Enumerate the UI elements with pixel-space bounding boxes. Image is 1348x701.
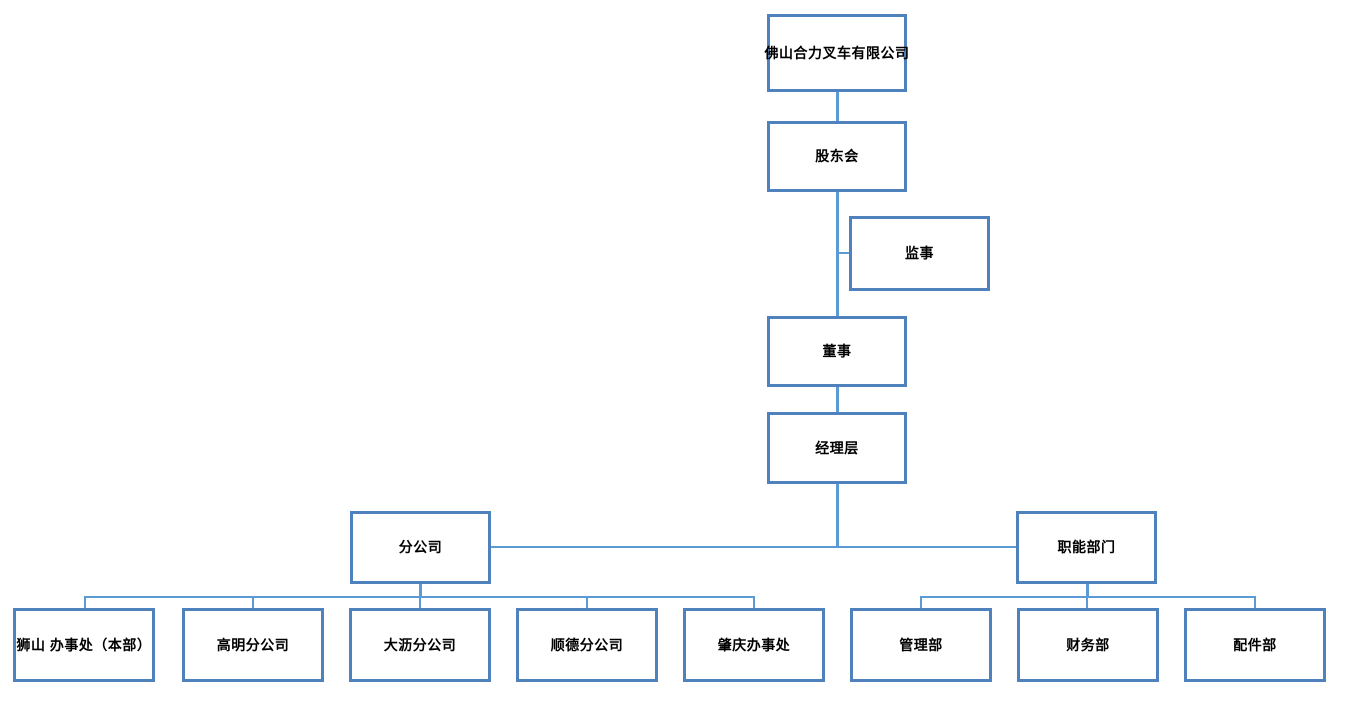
node-label-department-finance: 财务部: [1066, 636, 1110, 653]
connector-department-stub-1: [920, 596, 922, 608]
connector-management-down: [836, 484, 839, 547]
node-branch-group[interactable]: 分公司: [350, 511, 491, 584]
connector-director-to-management: [836, 387, 839, 412]
connector-root-to-shareholders: [836, 92, 839, 121]
node-branch-zhaoqing-office[interactable]: 肇庆办事处: [683, 608, 825, 682]
connector-branch-stub-4: [586, 596, 588, 608]
node-label-function-group: 职能部门: [1057, 539, 1116, 556]
connector-function-group-down: [1086, 584, 1089, 598]
node-label-branch-dali: 大沥分公司: [383, 636, 457, 653]
connector-department-stub-3: [1254, 596, 1256, 608]
node-label-branch-gaoming: 高明分公司: [216, 636, 290, 653]
node-label-branch-shunde: 顺德分公司: [550, 636, 624, 653]
node-management-layer[interactable]: 经理层: [767, 412, 907, 484]
node-label-branch-zhaoqing-office: 肇庆办事处: [717, 636, 791, 653]
connector-branch-stub-5: [753, 596, 755, 608]
connector-branch-group-down: [419, 584, 422, 598]
node-branch-dali[interactable]: 大沥分公司: [349, 608, 491, 682]
node-branch-shunde[interactable]: 顺德分公司: [516, 608, 658, 682]
node-function-group[interactable]: 职能部门: [1016, 511, 1157, 584]
node-label-branch-shishan-office: 狮山 办事处（本部）: [16, 636, 152, 653]
connector-trunk-to-supervisor: [836, 252, 852, 254]
node-label-department-parts: 配件部: [1233, 636, 1277, 653]
connector-branch-stub-1: [84, 596, 86, 608]
node-label-branch-group: 分公司: [398, 539, 443, 556]
node-department-management[interactable]: 管理部: [850, 608, 992, 682]
node-director[interactable]: 董事: [767, 316, 907, 387]
node-branch-shishan-office[interactable]: 狮山 办事处（本部）: [13, 608, 155, 682]
connector-branch-stub-3: [419, 596, 421, 608]
node-department-parts[interactable]: 配件部: [1184, 608, 1326, 682]
node-shareholders-meeting[interactable]: 股东会: [767, 121, 907, 192]
node-department-finance[interactable]: 财务部: [1017, 608, 1159, 682]
connector-shareholders-to-director: [836, 192, 839, 316]
node-label-department-management: 管理部: [899, 636, 943, 653]
node-label-management-layer: 经理层: [815, 439, 859, 456]
connector-level3-horizontal-bar: [489, 546, 1019, 548]
node-label-shareholders-meeting: 股东会: [815, 148, 859, 165]
node-label-director: 董事: [822, 343, 852, 360]
node-branch-gaoming[interactable]: 高明分公司: [182, 608, 324, 682]
connector-department-stub-2: [1086, 596, 1088, 608]
connector-branch-stub-2: [252, 596, 254, 608]
node-root-company[interactable]: 佛山合力叉车有限公司: [764, 14, 910, 92]
node-supervisor[interactable]: 监事: [849, 216, 990, 291]
node-label-root-company: 佛山合力叉车有限公司: [764, 44, 910, 61]
node-label-supervisor: 监事: [905, 245, 934, 262]
